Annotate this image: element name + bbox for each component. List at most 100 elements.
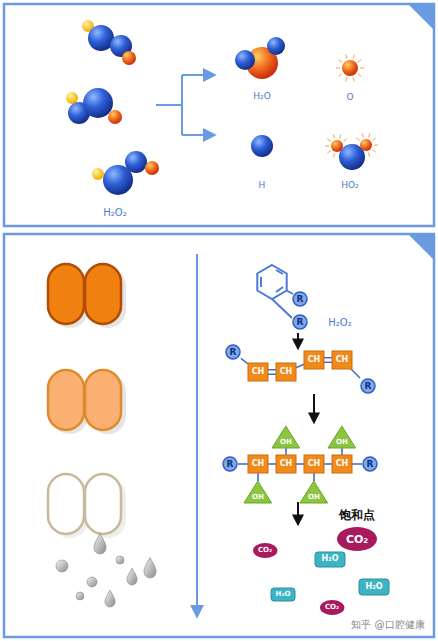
- node-text: R: [297, 295, 304, 304]
- tooth-dark: [48, 264, 126, 328]
- r-group-circle: R: [362, 456, 378, 472]
- ray: [336, 68, 340, 69]
- bond-line: [313, 473, 315, 481]
- corner-mark: [408, 234, 434, 260]
- node-text: CH: [308, 460, 321, 468]
- ch-box: CH: [332, 455, 352, 473]
- ch-box: CH: [248, 455, 268, 473]
- oh-triangle: OH: [300, 481, 328, 503]
- top-panel: [4, 4, 434, 226]
- molecule-label: HO₂: [341, 181, 358, 191]
- oh-triangle: OH: [244, 481, 272, 503]
- node-text: CH: [280, 460, 293, 468]
- bond-line: [285, 448, 287, 455]
- droplet: [127, 568, 137, 585]
- droplet: [116, 556, 124, 564]
- droplet: [87, 577, 97, 587]
- bond-line: [257, 473, 259, 481]
- ray: [372, 150, 375, 152]
- node-text: OH: [308, 494, 320, 501]
- node-text: CO₂: [325, 604, 339, 611]
- molecule-label: H₂O: [253, 92, 270, 102]
- bond-line: [351, 369, 360, 378]
- tooth-white: [48, 474, 126, 538]
- node-text: R: [365, 382, 372, 391]
- node-text: OH: [280, 439, 292, 446]
- ray: [333, 135, 334, 139]
- ch-box: CH: [304, 351, 324, 369]
- node-text: R: [230, 348, 237, 357]
- node-text: H₂O: [322, 555, 339, 563]
- droplet: [144, 558, 156, 578]
- ray: [343, 139, 346, 141]
- bond-line: [324, 358, 332, 362]
- reagent-label: H₂O₂: [328, 317, 351, 328]
- tooth-light: [48, 370, 126, 434]
- r-group-circle: R: [360, 378, 376, 394]
- bond-line: [352, 463, 362, 465]
- radical-rays: [325, 55, 378, 158]
- ray: [339, 60, 342, 62]
- saturation-label: 饱和点: [339, 509, 375, 522]
- h2o2-molecule: [66, 88, 122, 124]
- bond-line: [296, 463, 304, 465]
- ch-box: CH: [304, 455, 324, 473]
- reaction-arrow: [313, 394, 315, 422]
- ray: [346, 78, 347, 82]
- node-text: CO₂: [258, 547, 272, 554]
- r-group-circle: R: [292, 291, 308, 307]
- droplet: [76, 592, 84, 600]
- ray: [353, 55, 354, 59]
- node-text: CH: [308, 356, 321, 364]
- node-text: H₂O: [366, 583, 383, 591]
- ray: [356, 138, 359, 140]
- droplet: [94, 534, 106, 554]
- node-text: CH: [336, 356, 349, 364]
- node-text: R: [297, 318, 304, 327]
- node-text: CO₂: [346, 534, 368, 545]
- ray: [358, 60, 361, 62]
- bond-line: [268, 463, 276, 465]
- ray: [353, 78, 354, 82]
- reaction-arrow: [297, 333, 299, 348]
- oh-triangle: OH: [272, 426, 300, 448]
- droplets: [56, 534, 156, 607]
- h-atom: [251, 135, 273, 157]
- h2o2-molecule: [92, 151, 159, 195]
- corner-mark: [408, 4, 434, 30]
- ray: [333, 154, 334, 158]
- h2o-box: H₂O: [359, 579, 389, 595]
- node-text: OH: [252, 494, 264, 501]
- ray: [362, 134, 363, 138]
- ray: [346, 55, 347, 59]
- ch-box: CH: [276, 455, 296, 473]
- node-text: R: [227, 460, 234, 469]
- h2o-molecule: [235, 37, 285, 79]
- co2-bubble: CO₂: [253, 543, 277, 558]
- bond-line: [341, 448, 343, 455]
- bond-line: [241, 358, 248, 364]
- co2-bubble: CO₂: [320, 600, 344, 615]
- split-arrow: [182, 74, 214, 76]
- ray: [327, 139, 330, 141]
- bond-line: [268, 370, 276, 374]
- node-text: CH: [336, 460, 349, 468]
- ray: [368, 153, 369, 157]
- ray: [327, 151, 330, 153]
- ray: [368, 134, 369, 138]
- r-group-circle: R: [222, 456, 238, 472]
- r-group-circle: R: [225, 344, 241, 360]
- ch-box: CH: [332, 351, 352, 369]
- benzene-ring: [257, 265, 293, 318]
- droplet: [105, 590, 115, 607]
- ray: [372, 138, 375, 140]
- node-text: CH: [252, 368, 265, 376]
- molecule-label: H₂O₂: [103, 207, 126, 218]
- droplet: [56, 560, 68, 572]
- watermark: 知乎 @口腔健康: [351, 619, 424, 630]
- h2o-box: H₂O: [315, 552, 345, 567]
- molecule-label: O: [346, 93, 353, 103]
- ray: [339, 74, 342, 76]
- bottom-panel: [4, 234, 434, 637]
